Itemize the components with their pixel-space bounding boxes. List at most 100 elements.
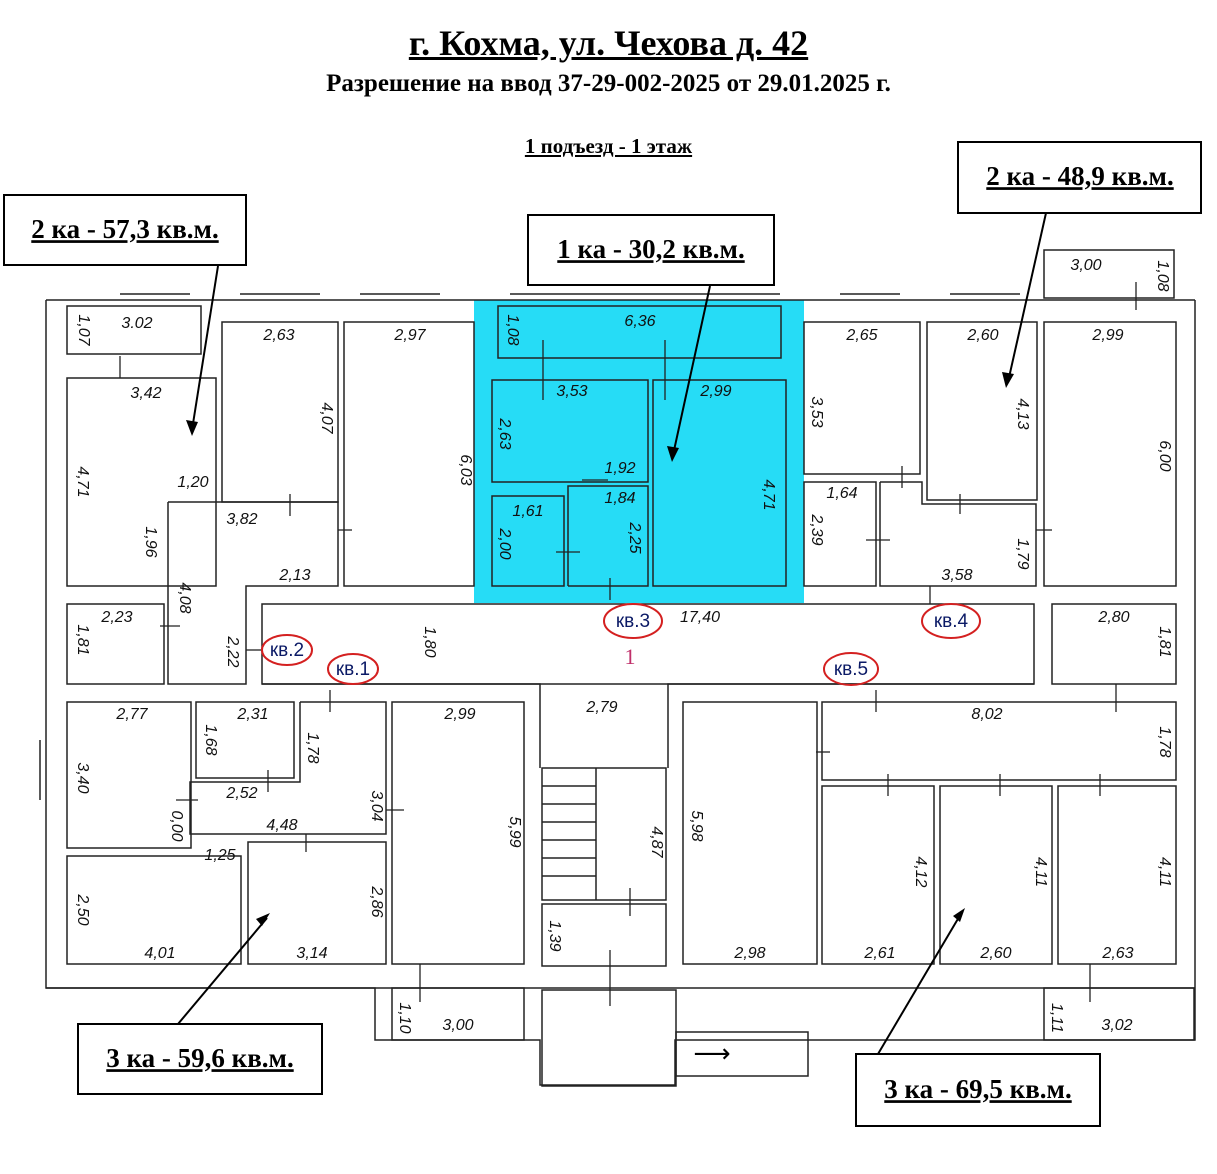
dim-label: 2,77: [115, 706, 148, 723]
address-title: г. Кохма, ул. Чехова д. 42: [408, 23, 809, 63]
dim-label: 4,48: [266, 817, 297, 834]
apt-5-label: кв.5: [834, 659, 868, 680]
dim-label: 2,13: [278, 567, 310, 584]
dim-label: 1,10: [396, 1002, 413, 1033]
apartment-3-highlight: [474, 300, 804, 603]
dim-label: 2,00: [496, 527, 513, 559]
dim-label: 1,25: [204, 847, 235, 864]
dim-label: 3,40: [74, 762, 91, 793]
dim-label: 3,04: [368, 790, 385, 821]
dim-label: 2,50: [74, 893, 91, 925]
dim-label: 5,99: [506, 816, 523, 847]
dim-label: 3,58: [941, 567, 972, 584]
dim-label: 2,65: [845, 327, 877, 344]
dim-label: 2,52: [225, 785, 257, 802]
dim-label: 4,13: [1014, 398, 1031, 429]
dim-label: 6,03: [457, 454, 474, 485]
dim-label: 1,79: [1014, 538, 1031, 569]
dim-label: 1,64: [826, 485, 857, 502]
dim-label: 4,71: [74, 466, 91, 497]
dim-label: 3.02: [121, 315, 152, 332]
windows: [39, 293, 1020, 800]
dim-label: 1,81: [1156, 626, 1173, 657]
dimension-labels: 3.02 1,07 3,42 4,71 1,20 1,96 2,63 4,07 …: [74, 257, 1173, 1034]
dim-label: 2,39: [808, 513, 825, 545]
dim-label: 4,87: [648, 826, 665, 858]
dim-label: 2,60: [979, 945, 1011, 962]
dim-label: 6,36: [624, 313, 655, 330]
dim-label: 2,60: [966, 327, 998, 344]
dim-label: 2,63: [262, 327, 294, 344]
dim-label: 17,40: [680, 609, 720, 626]
dim-label: 1,39: [546, 920, 563, 951]
dim-label: 8,02: [971, 706, 1002, 723]
permit-subtitle: Разрешение на ввод 37-29-002-2025 от 29.…: [326, 70, 891, 97]
dim-label: 1,78: [304, 732, 321, 763]
dim-label: 2,97: [393, 327, 426, 344]
dim-label: 3,53: [556, 383, 587, 400]
dim-label: 2,98: [733, 945, 765, 962]
dim-label: 1,96: [142, 526, 159, 557]
apt-4-label: кв.4: [934, 611, 969, 632]
dim-label: 6,00: [1156, 440, 1173, 471]
dim-label: 3,02: [1101, 1017, 1132, 1034]
dim-label: 1,61: [512, 503, 543, 520]
apt-1-label: кв.1: [336, 659, 370, 680]
dim-label: 2,79: [585, 699, 617, 716]
callout-apt-30: 1 ка - 30,2 кв.м.: [557, 234, 744, 264]
dim-label: 2,99: [699, 383, 731, 400]
dim-label: 3,14: [296, 945, 327, 962]
dim-label: 2,22: [224, 635, 241, 667]
dim-label: 1,68: [202, 724, 219, 755]
dim-label: 1,92: [604, 460, 635, 477]
doors: [119, 282, 1137, 1006]
dim-label: 1,78: [1156, 726, 1173, 757]
floor-label: 1 подъезд - 1 этаж: [524, 134, 693, 158]
callout-apt-57: 2 ка - 57,3 кв.м.: [31, 214, 218, 244]
dim-label: 1,81: [74, 624, 91, 655]
dim-label: 2,61: [863, 945, 895, 962]
dim-label: 2,25: [626, 521, 643, 553]
dim-label: 3,42: [130, 385, 161, 402]
callout-boxes: [3, 141, 1202, 1127]
dim-label: 2,23: [100, 609, 132, 626]
dim-label: 2,99: [1091, 327, 1123, 344]
callout-apt-59: 3 ка - 59,6 кв.м.: [106, 1043, 293, 1073]
leader-lines: [177, 212, 1047, 1055]
dim-label: 4,12: [912, 856, 929, 887]
dim-label: 3,00: [442, 1017, 473, 1034]
dim-label: 5,98: [688, 810, 705, 841]
apartment-markers: [261, 603, 981, 686]
dim-label: 1,08: [1154, 260, 1171, 291]
dim-label: 2,63: [1101, 945, 1133, 962]
apt-3-label: кв.3: [616, 611, 650, 632]
dim-label: 3,00: [1070, 257, 1101, 274]
dim-label: 1,11: [1048, 1003, 1065, 1033]
callout-apt-69: 3 ка - 69,5 кв.м.: [884, 1074, 1071, 1104]
apt-2-label: кв.2: [270, 640, 304, 661]
dim-label: 1,84: [604, 490, 635, 507]
dim-label: 4,08: [176, 582, 193, 613]
dim-label: 3,82: [226, 511, 257, 528]
dim-label: 1,08: [504, 314, 521, 345]
dim-label: 4,11: [1032, 857, 1049, 887]
dim-label: 4,71: [760, 479, 777, 510]
dim-label: 2,86: [368, 885, 385, 917]
dim-label: 4,11: [1156, 857, 1173, 887]
exit-arrow-icon: ⟶: [693, 1039, 730, 1069]
dim-label: 4,01: [144, 945, 175, 962]
dim-label: 2,63: [496, 417, 513, 449]
dim-label: 2,99: [443, 706, 475, 723]
entrance-number: 1: [625, 644, 636, 669]
dim-label: 2,31: [236, 706, 268, 723]
dim-label: 4,07: [318, 402, 335, 434]
dim-label: 1,80: [421, 626, 438, 657]
dim-label: 1,20: [177, 474, 208, 491]
leader-arrowheads: [186, 372, 1014, 926]
dim-label: 1,07: [75, 314, 92, 346]
walls: [45, 249, 1196, 1087]
dim-label: 3,53: [808, 396, 825, 427]
dim-label: 2,80: [1097, 609, 1129, 626]
callout-apt-48: 2 ка - 48,9 кв.м.: [986, 161, 1173, 191]
